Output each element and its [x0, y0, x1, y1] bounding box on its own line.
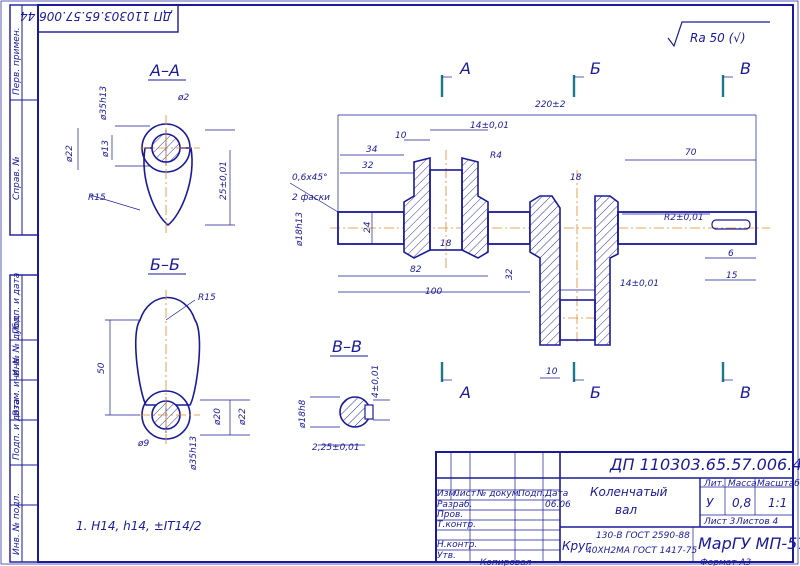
tb-row-label: Утв. [437, 551, 456, 561]
dim-label: 25±0,01 [219, 161, 229, 200]
format-label: Формат А3 [700, 558, 752, 566]
tb-row-label: Лист [452, 489, 477, 499]
dim-label: 70 [685, 148, 697, 158]
section-aa-title: А–А [149, 61, 180, 80]
date-value: 06.06 [545, 500, 571, 510]
tb-row-label: № докум. [476, 489, 521, 499]
dim-label: 14±0,01 [620, 279, 659, 289]
dim-label: ø18h8 [298, 399, 308, 429]
part-name-line1: Коленчатый [590, 485, 668, 499]
material-line1: 130-В ГОСТ 2590-88 [596, 531, 690, 541]
dim-label: 10 [395, 131, 407, 141]
sheets-label: Листов 4 [735, 517, 778, 527]
strip-label: Инв. № подл. [12, 493, 22, 555]
tb-row-label: Изм. [437, 489, 458, 499]
dim-label: 32 [362, 161, 374, 171]
tb-row-label: Пров. [437, 510, 463, 520]
tb-row-label: Т.контр. [437, 520, 476, 530]
section-bb-title: Б–Б [150, 255, 180, 274]
dim-label: 15 [726, 271, 738, 281]
lit-value: У [706, 496, 714, 510]
dim-label: 0,6x45° [292, 173, 328, 183]
dim-label: 220±2 [535, 100, 566, 110]
section-aa: А–А ø35h13 ø2 ø22 ø13 25±0,01 R15 [65, 61, 235, 235]
cut-label: А [459, 59, 471, 78]
roughness-label: Ra 50 (√) [690, 31, 746, 45]
dim-label: ø35h13 [189, 436, 199, 471]
strip-label: Подп. и дата [12, 273, 22, 334]
cut-label: А [459, 383, 471, 402]
strip-label: Перв. примен. [12, 27, 22, 95]
copied-label: Копировал [480, 558, 532, 566]
cut-label: В [740, 383, 751, 402]
dim-label: 100 [425, 287, 442, 297]
section-vv: В–В ø18h8 4±0,01 2,25±0,01 [298, 337, 390, 453]
organization: МарГУ МП-57 [698, 534, 800, 553]
dim-label: ø9 [137, 439, 150, 449]
dim-label: 14±0,01 [470, 121, 509, 131]
mass-value: 0,8 [732, 496, 751, 510]
dim-label: ø18h13 [295, 212, 305, 247]
title-block: ДП 110303.65.57.006.44 Коленчатый вал Ли… [435, 451, 800, 563]
section-vv-title: В–В [332, 337, 362, 356]
cut-label: Б [590, 59, 601, 78]
dim-label: 2,25±0,01 [312, 443, 360, 453]
cut-label: Б [590, 383, 601, 402]
cut-markers: А Б В А Б В [440, 59, 751, 402]
sheet-label: Лист 3 [703, 517, 736, 527]
tb-row-label: Подп. [518, 489, 545, 499]
dim-label: 18 [570, 173, 582, 183]
title-block-code: ДП 110303.65.57.006.44 [609, 455, 800, 474]
crankshaft-main-view: 220±2 34 10 14±0,01 32 R4 0,6x45° 2 фаск… [289, 100, 770, 379]
dim-label: ø20 [213, 408, 223, 426]
scale-value: 1:1 [768, 496, 787, 510]
material-prefix: Круг [562, 539, 592, 553]
left-strip-labels: Перв. примен. Справ. № Подп. и дата Инв.… [12, 27, 22, 555]
strip-label: Взам. инв. № [12, 355, 22, 416]
cut-label: В [740, 59, 751, 78]
dim-label: 2 фаски [292, 193, 330, 203]
dim-label: R2±0,01 [664, 213, 704, 223]
dim-label: 34 [366, 145, 378, 155]
dim-label: ø22 [65, 145, 75, 163]
scale-header: Масштаб [757, 479, 800, 489]
tb-row-label: Н.контр. [437, 540, 477, 550]
dim-label: 50 [97, 362, 107, 374]
section-bb: Б–Б R15 50 ø20 ø22 ø9 ø35h13 [97, 255, 250, 471]
dim-label: 18 [440, 239, 452, 249]
material-line2: 40ХН2МА ГОСТ 1417-75 [586, 546, 698, 556]
dim-label: 6 [728, 249, 734, 259]
dim-label: R15 [198, 293, 216, 303]
strip-label: Инв. № дубл. [12, 314, 22, 376]
dim-label: 4±0,01 [371, 365, 381, 398]
lit-header: Лит. [703, 479, 725, 489]
rotated-drawing-code: ДП 110303.65.57.006.44 [20, 9, 173, 23]
roughness-mark: Ra 50 (√) [667, 21, 770, 48]
tb-row-label: Разраб. [437, 500, 472, 510]
dim-label: 10 [546, 367, 558, 377]
dim-label: R15 [88, 193, 106, 203]
dim-label: ø2 [177, 93, 190, 103]
dim-label: ø35h13 [99, 86, 109, 121]
dim-label: 32 [505, 268, 515, 280]
strip-label: Подп. и дата [12, 399, 22, 460]
dim-label: R4 [490, 151, 502, 161]
mass-header: Масса [728, 479, 757, 489]
dim-label: ø22 [238, 408, 248, 426]
dim-label: 82 [410, 265, 422, 275]
dim-label: ø13 [101, 140, 111, 158]
dim-label: 24 [363, 221, 373, 233]
part-name-line2: вал [615, 503, 637, 517]
tb-row-label: Дата [544, 489, 568, 499]
strip-label: Справ. № [12, 156, 22, 200]
tolerance-notes: 1. H14, h14, ±IT14/2 [76, 519, 202, 533]
